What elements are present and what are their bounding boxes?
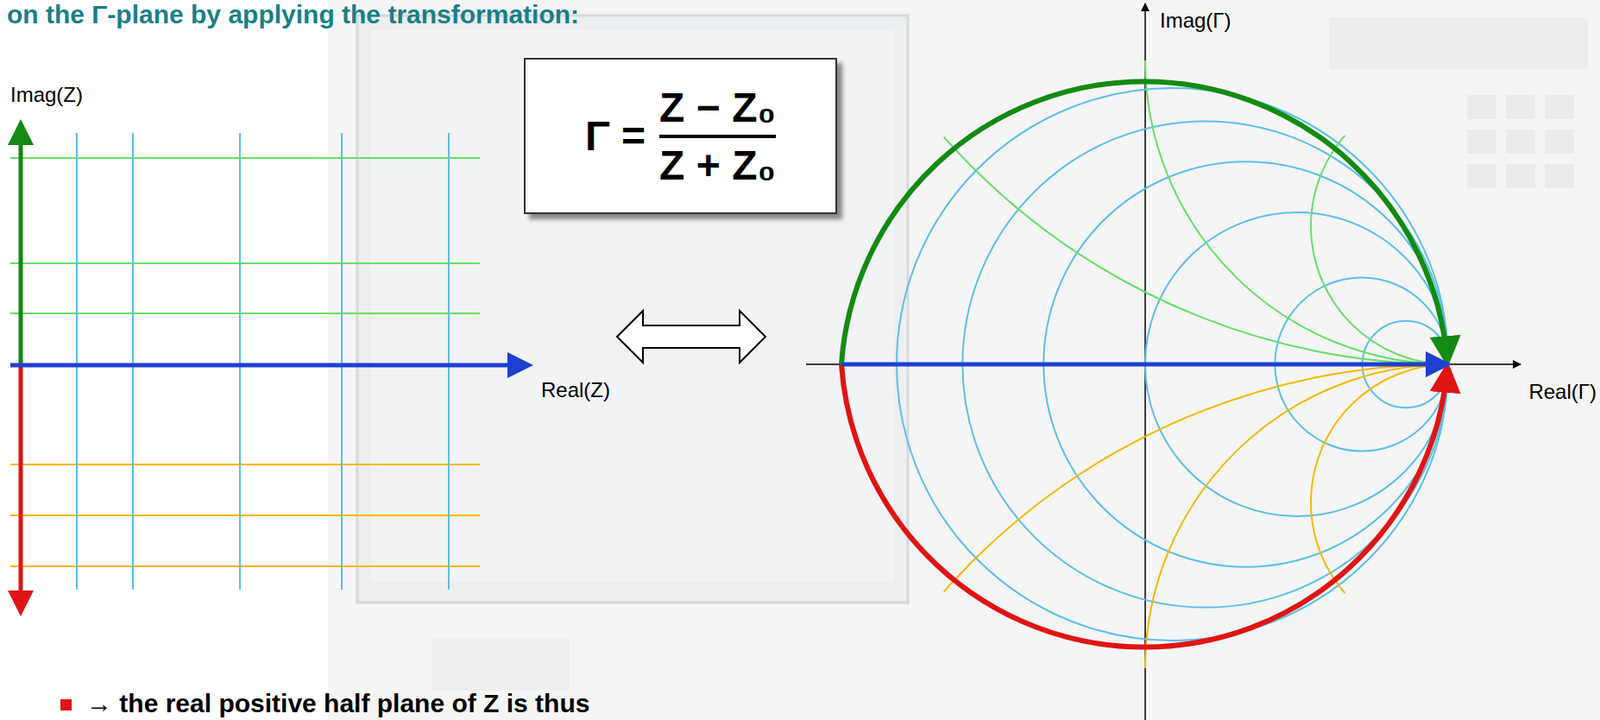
axis-label: Real(Γ) [1528,379,1597,404]
bullet [60,699,72,711]
z-plane-grid [10,124,529,612]
smith-chart [774,0,1600,720]
double-arrow [617,310,766,363]
formula-text: Z + Z₀ [659,141,776,189]
instrument-photo [327,0,1600,720]
axis-label: Imag(Z) [10,82,83,108]
axis-label: Imag(Γ) [1159,8,1232,33]
formula-text: Γ = [585,112,646,160]
fraction-bar [659,134,776,139]
formula-text: Z − Z₀ [659,83,776,132]
formula-box: Γ = Z − Z₀ Z + Z₀ [523,57,838,215]
bullet-text: → the real positive half plane of Z is t… [86,688,590,719]
axis-label: Real(Z) [541,377,611,403]
heading-text: on the Γ-plane by applying the transform… [6,0,580,31]
fraction: Z − Z₀ Z + Z₀ [659,83,776,189]
